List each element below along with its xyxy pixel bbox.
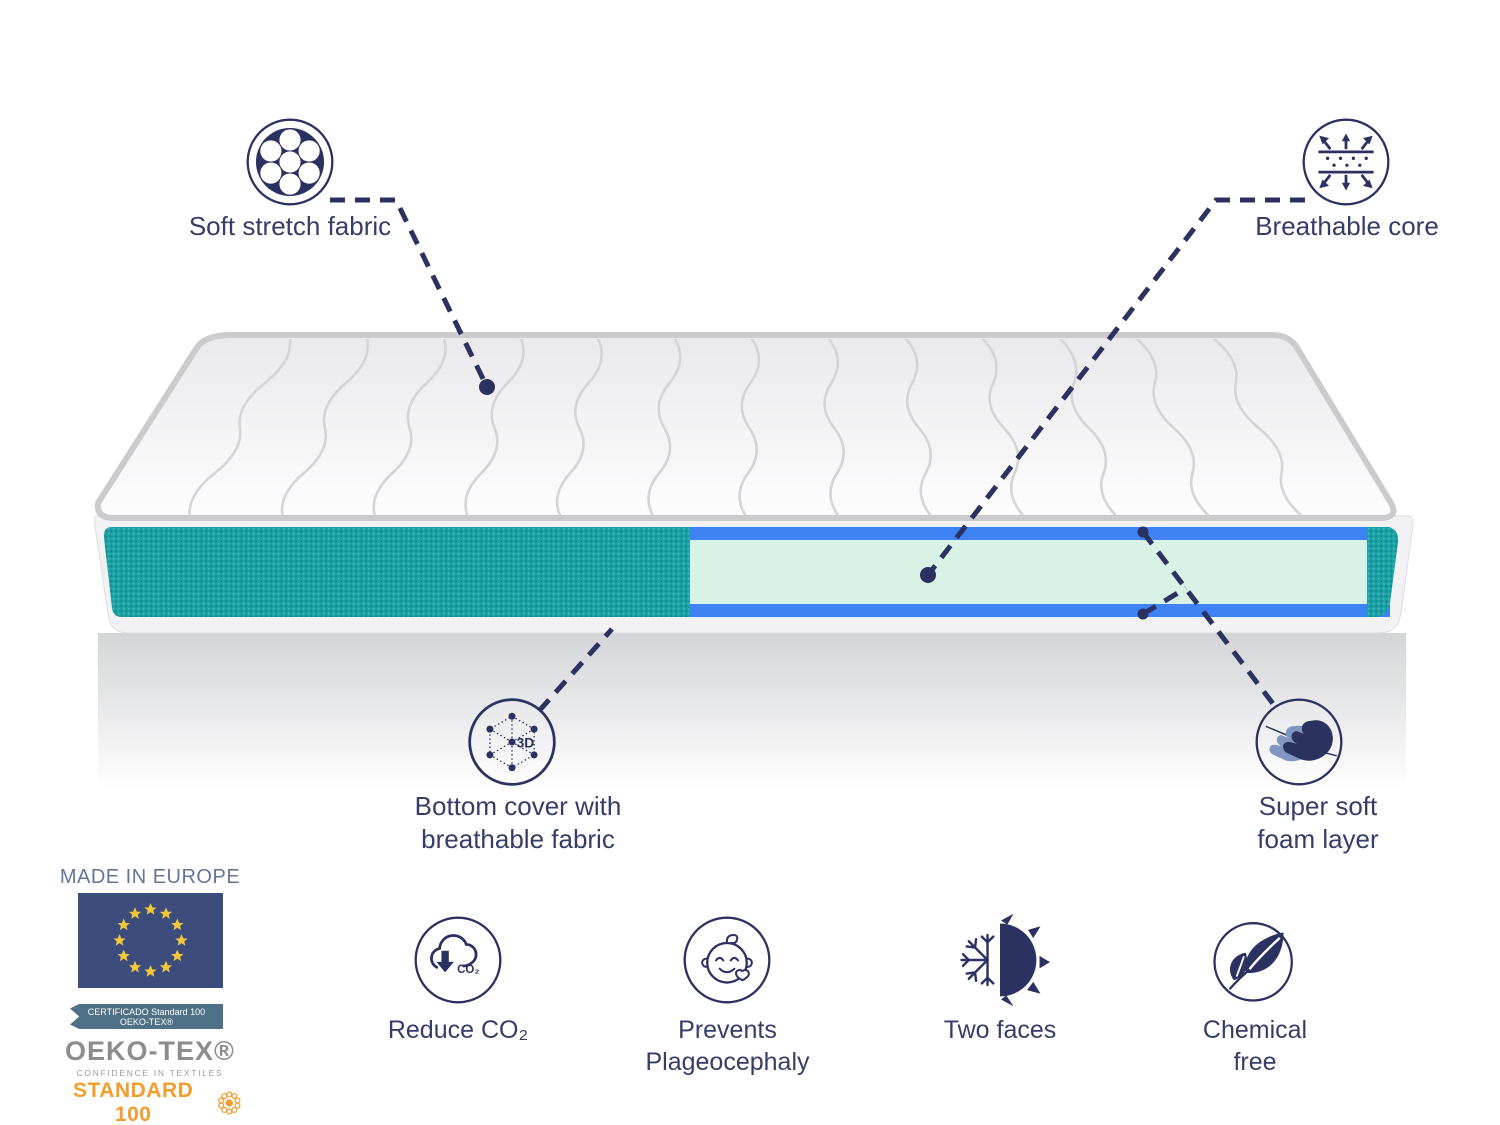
callout-line-super-soft-branch [1141,585,1188,617]
mattress-top [94,332,1397,521]
breathable-core-label: Breathable core [1255,211,1439,241]
oeko-tex-logo: OEKO-TEX® CONFIDENCE IN TEXTILES STANDAR… [55,1038,245,1125]
callout-line-soft-stretch [330,197,490,389]
baby-face-icon [683,916,771,1004]
ribbon-line2: OEKO-TEX® [119,1016,174,1027]
co2-cloud-icon: CO₂ [414,916,502,1004]
super-soft-label: Super soft foam layer [1257,791,1379,855]
eu-flag [78,893,223,988]
callout-line-breathable-core [926,197,1305,577]
airflow-icon [1302,118,1390,206]
co2-icon-text: CO₂ [457,964,479,976]
oeko-flower-icon [218,1091,241,1115]
oeko-certificate-ribbon: CERTIFICADO Standard 100 OEKO-TEX® [70,1004,223,1029]
bottom-cover-label: Bottom cover with breathable fabric [414,791,622,855]
mattress-side-teal-left [103,527,690,617]
3d-mesh-icon: 3D [468,698,556,786]
core-stripe-bottom [690,604,1390,617]
ribbon-line1: CERTIFICADO Standard 100 [87,1006,206,1017]
mattress-side-teal-right [1367,527,1399,617]
oeko-brand: OEKO-TEX® [65,1036,235,1066]
oeko-tagline: CONFIDENCE IN TEXTILES [76,1068,224,1078]
callout-dot-foam-bottom [1137,608,1149,620]
feature-plageocephaly-label: Prevents Plageocephaly [645,1016,810,1076]
3d-icon-text: 3D [517,736,535,751]
feature-reduce-co2-label: Reduce CO₂ [387,1016,529,1044]
callout-dot-foam-top [1137,526,1149,538]
core-stripe-top [690,527,1390,540]
callout-line-bottom-cover [537,627,614,713]
mattress-core-cutaway [690,540,1390,604]
snowflake-sun-icon [960,913,1050,1007]
leaf-icon [1213,922,1293,1002]
soft-stretch-label: Soft stretch fabric [188,211,392,241]
callout-dot-breathable-core [920,567,936,583]
oeko-standard-100: STANDARD 100 [73,1079,194,1125]
made-in-europe-label: MADE IN EUROPE [59,866,241,888]
quilt-pattern [188,339,1306,515]
mattress-shadow [98,633,1406,790]
callout-line-super-soft [1141,530,1279,711]
feature-chemical-free-label: Chemical free [1202,1016,1308,1076]
hand-press-icon [1255,698,1343,786]
feature-two-faces-label: Two faces [943,1016,1057,1044]
callout-dot-soft-stretch [479,379,495,395]
fabric-weave-icon [246,118,334,206]
